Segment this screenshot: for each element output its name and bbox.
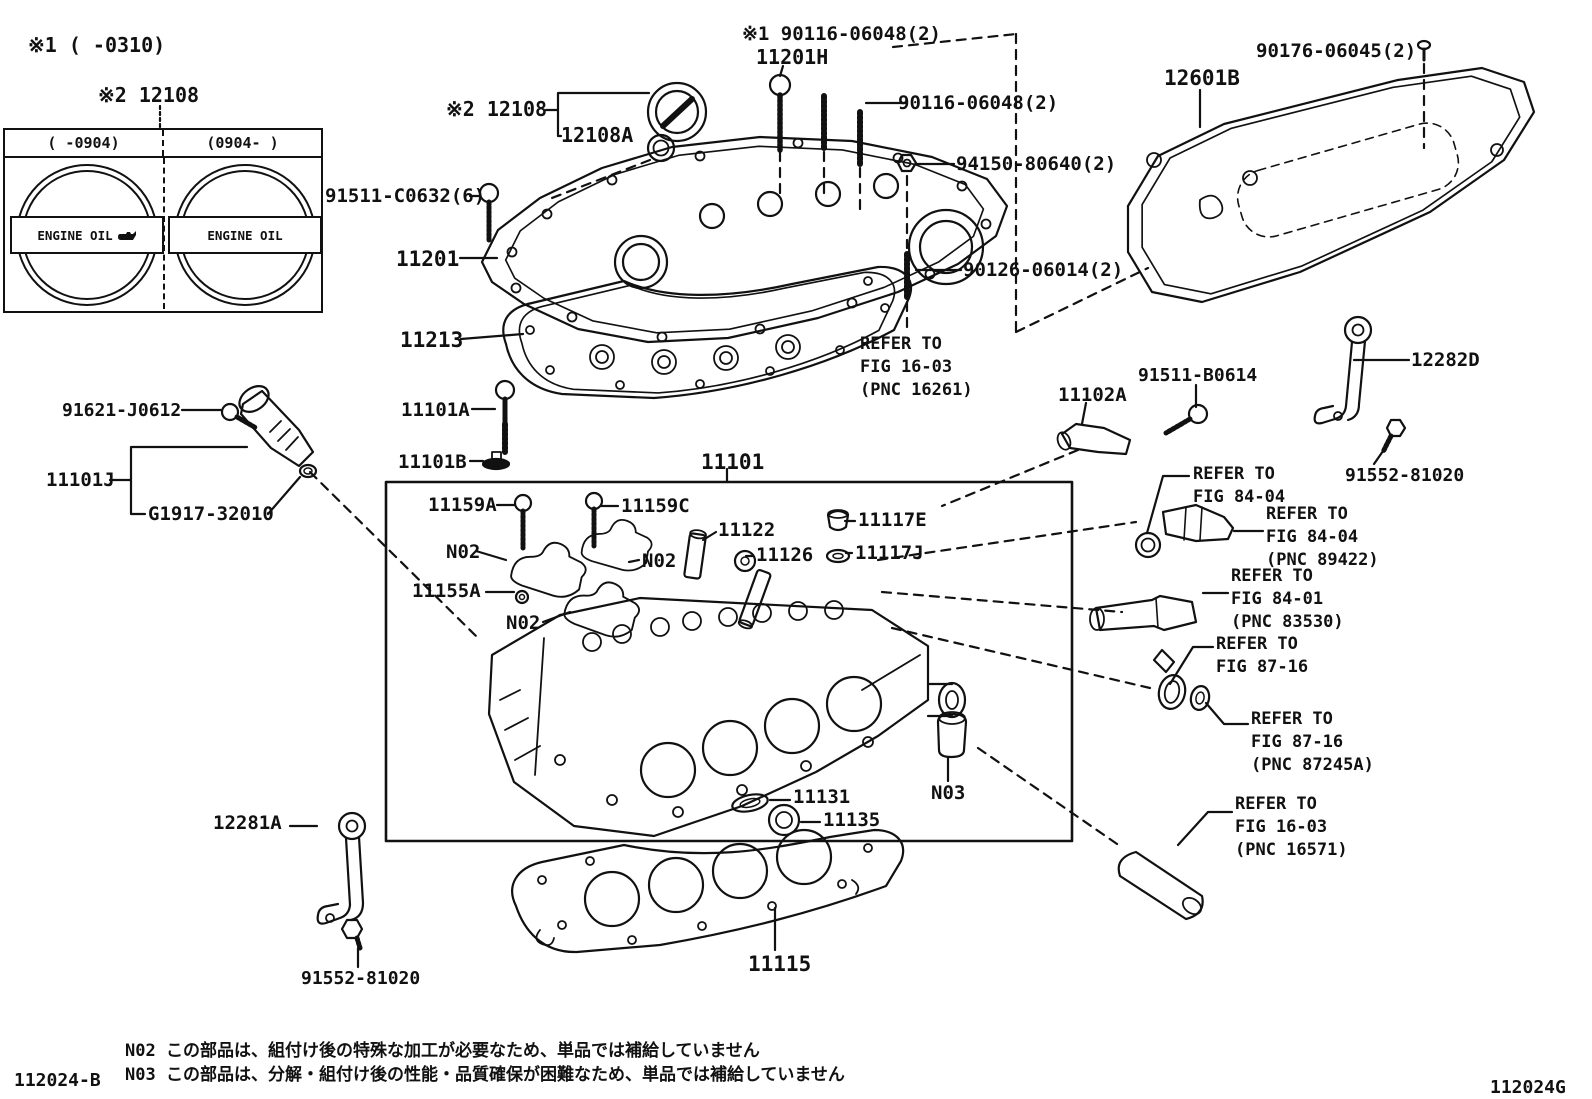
oil-cap-comparison-box: ( -0904) (0904- ) ENGINE OIL ENGINE OIL bbox=[3, 128, 323, 313]
label-11117e: 11117E bbox=[858, 509, 927, 531]
oil-cap-old-text: ENGINE OIL bbox=[37, 227, 113, 243]
label-12108-mid: ※2 12108 bbox=[446, 97, 548, 121]
footer-right: 112024G bbox=[1490, 1077, 1566, 1098]
label-11201: 11201 bbox=[396, 247, 460, 271]
note-mark1: ※1 ( -0310) bbox=[28, 33, 166, 57]
label-91552-right: 91552-81020 bbox=[1345, 465, 1465, 486]
label-11155a: 11155A bbox=[412, 580, 481, 602]
oil-can-icon bbox=[117, 230, 136, 240]
label-90176: 90176-06045(2) bbox=[1256, 40, 1417, 62]
label-11159c: 11159C bbox=[621, 495, 690, 517]
label-90116-top: ※1 90116-06048(2) bbox=[742, 23, 941, 45]
valve-cover-drawing bbox=[480, 135, 1009, 344]
head-assembly-box bbox=[384, 480, 1074, 843]
head-gasket-drawing bbox=[511, 828, 905, 954]
refer-8404a: REFER TO FIG 84-04 bbox=[1193, 464, 1286, 507]
footer-left: 112024-B bbox=[14, 1070, 101, 1091]
oil-filler-cap-drawing bbox=[646, 81, 708, 163]
refer-8401: REFER TO FIG 84-01 (PNC 83530) bbox=[1231, 566, 1344, 632]
construction-lines bbox=[308, 32, 1426, 848]
label-g1917: G1917-32010 bbox=[148, 503, 274, 525]
label-94150: 94150-80640(2) bbox=[956, 153, 1117, 175]
label-11101j: 11101J bbox=[46, 469, 115, 491]
label-11213: 11213 bbox=[400, 328, 464, 352]
label-n02-2: N02 bbox=[642, 550, 677, 572]
label-11102a: 11102A bbox=[1058, 384, 1127, 406]
valve-cover-gasket-drawing bbox=[502, 265, 912, 400]
label-91511b: 91511-B0614 bbox=[1138, 365, 1258, 386]
note-n02: N02 この部品は、組付け後の特殊な加工が必要なため、単品では補給していません bbox=[125, 1041, 760, 1061]
oil-cap-left-period: ( -0904) bbox=[5, 130, 164, 156]
engine-cover-drawing bbox=[1126, 66, 1536, 304]
label-11131: 11131 bbox=[793, 786, 851, 808]
label-11201h: 11201H bbox=[756, 45, 829, 69]
cylinder-head-drawing bbox=[487, 596, 967, 838]
oil-cap-right-period: (0904- ) bbox=[206, 134, 279, 152]
leader-lines bbox=[108, 64, 1411, 969]
label-12601b: 12601B bbox=[1164, 66, 1240, 90]
label-91621: 91621-J0612 bbox=[62, 400, 182, 421]
hook-12281a-drawing bbox=[316, 811, 367, 925]
label-11159a: 11159A bbox=[428, 494, 497, 516]
note-n03: N03 この部品は、分解・組付け後の性能・品質確保が困難なため、単品では補給して… bbox=[125, 1065, 845, 1085]
label-12108a: 12108A bbox=[561, 123, 634, 147]
fastener-parts-drawing bbox=[220, 39, 1432, 951]
refer-16571: REFER TO FIG 16-03 (PNC 16571) bbox=[1235, 794, 1348, 860]
label-11126: 11126 bbox=[756, 544, 814, 566]
label-11135: 11135 bbox=[823, 809, 881, 831]
refer-8716b: REFER TO FIG 87-16 (PNC 87245A) bbox=[1251, 709, 1374, 775]
cam-cap-parts-drawing bbox=[510, 509, 968, 837]
label-12108-top: ※2 12108 bbox=[98, 83, 200, 107]
label-90116-right: 90116-06048(2) bbox=[898, 92, 1059, 114]
refer-16261: REFER TO FIG 16-03 (PNC 16261) bbox=[860, 334, 973, 400]
oil-cap-box-divider bbox=[163, 158, 165, 309]
label-11117j: 11117J bbox=[855, 542, 924, 564]
oil-cap-new-drawing: ENGINE OIL bbox=[168, 164, 322, 306]
label-11101a: 11101A bbox=[401, 399, 470, 421]
label-11115: 11115 bbox=[748, 952, 812, 976]
label-11122: 11122 bbox=[718, 519, 776, 541]
oil-cap-old-drawing: ENGINE OIL bbox=[10, 164, 164, 306]
hook-12282d-drawing bbox=[1313, 315, 1373, 425]
label-12282d: 12282D bbox=[1411, 349, 1480, 371]
label-12281a: 12281A bbox=[213, 812, 282, 834]
label-91511c: 91511-C0632(6) bbox=[325, 185, 486, 207]
oil-cap-new-text: ENGINE OIL bbox=[207, 227, 283, 243]
refer-8404b: REFER TO FIG 84-04 (PNC 89422) bbox=[1266, 504, 1379, 570]
refer-8716a: REFER TO FIG 87-16 bbox=[1216, 634, 1309, 677]
label-91552-bl: 91552-81020 bbox=[301, 968, 421, 989]
label-n02-1: N02 bbox=[446, 541, 481, 563]
label-n03: N03 bbox=[931, 782, 966, 804]
label-11101: 11101 bbox=[701, 450, 765, 474]
label-90126: 90126-06014(2) bbox=[963, 259, 1124, 281]
oil-control-valve-drawing bbox=[238, 385, 318, 479]
label-11101b: 11101B bbox=[398, 451, 467, 473]
label-n02-3: N02 bbox=[506, 612, 541, 634]
